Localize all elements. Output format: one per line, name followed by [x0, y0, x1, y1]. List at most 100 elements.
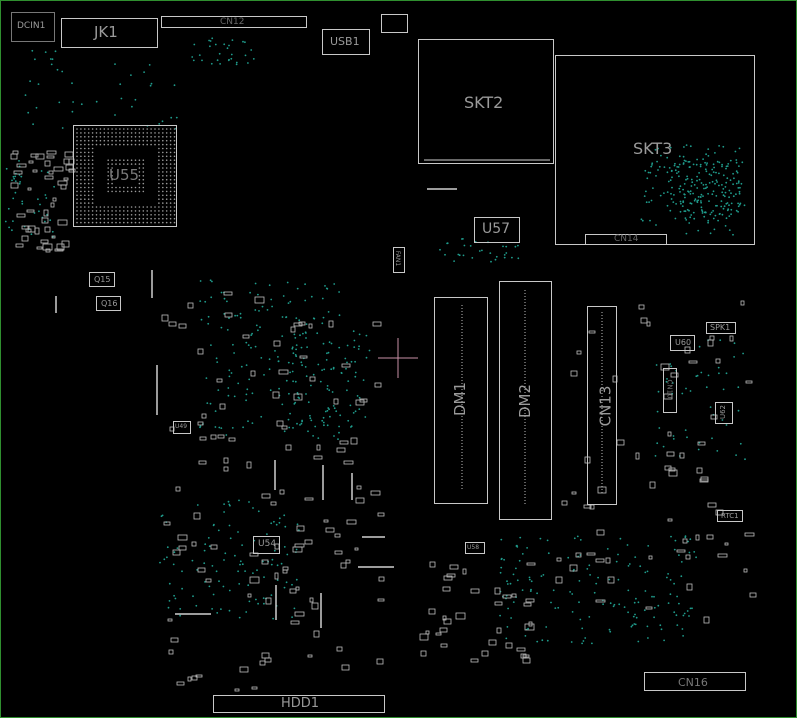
smd-pad	[290, 326, 296, 333]
socket-pin	[673, 194, 675, 196]
bga-ball	[84, 159, 86, 161]
via-dot	[663, 639, 665, 642]
smd-pad	[481, 650, 489, 657]
bga-ball	[111, 167, 113, 169]
cn10-connector[interactable]	[663, 368, 677, 413]
bga-ball	[91, 206, 94, 208]
cn12-connector[interactable]	[161, 16, 307, 28]
via-dot	[683, 146, 685, 148]
bga-ball	[103, 217, 106, 220]
smd-pad	[660, 363, 670, 371]
q15-transistor[interactable]	[89, 272, 115, 287]
cn16-connector[interactable]	[644, 672, 746, 691]
via-dot	[21, 202, 24, 205]
via-dot	[252, 58, 255, 60]
smd-pad	[676, 549, 686, 553]
bga-ball	[165, 147, 168, 150]
via-dot	[228, 375, 231, 378]
via-dot	[326, 352, 328, 355]
socket-pin	[722, 194, 725, 197]
bga-ball	[173, 147, 176, 150]
via-dot	[684, 536, 687, 539]
via-dot	[247, 584, 250, 587]
hdd1-connector[interactable]	[213, 695, 385, 713]
via-dot	[13, 177, 16, 180]
via-dot	[29, 80, 31, 83]
via-dot	[714, 152, 716, 154]
dm2-slot[interactable]	[499, 281, 552, 520]
via-dot	[609, 602, 612, 605]
socket-pin	[712, 210, 714, 212]
via-dot	[231, 39, 234, 41]
via-dot	[503, 558, 505, 561]
smd-pad	[274, 572, 279, 580]
socket-pin	[703, 187, 705, 190]
bga-ball	[80, 178, 82, 181]
bga-ball	[138, 210, 141, 212]
socket-pin	[715, 204, 717, 207]
u49-chip[interactable]	[173, 421, 191, 434]
socket-pin	[674, 217, 677, 220]
via-dot	[294, 337, 297, 339]
via-dot	[680, 575, 683, 578]
bga-ball	[126, 143, 129, 146]
bga-ball	[123, 221, 125, 224]
smd-pad	[520, 653, 527, 659]
bga-ball	[119, 190, 121, 193]
small-top-chip[interactable]	[381, 14, 408, 33]
u54-chip[interactable]	[253, 536, 280, 554]
q16-transistor[interactable]	[96, 296, 121, 311]
socket-pin	[684, 217, 687, 220]
rtc1-battery[interactable]	[717, 510, 743, 522]
bga-ball	[95, 217, 98, 220]
bga-ball	[76, 202, 78, 204]
via-dot	[506, 583, 509, 585]
jk1-jack[interactable]	[61, 18, 158, 48]
via-dot	[217, 529, 220, 532]
bga-ball	[158, 147, 160, 150]
bga-ball	[134, 186, 137, 189]
dm1-slot[interactable]	[434, 297, 488, 504]
bga-ball	[119, 206, 121, 208]
via-dot	[12, 197, 15, 200]
via-dot	[263, 576, 265, 578]
dcin1-connector[interactable]	[11, 12, 55, 42]
via-dot	[228, 44, 230, 47]
fan1-connector[interactable]	[393, 247, 405, 273]
smd-pad	[270, 501, 277, 506]
via-dot	[737, 386, 740, 389]
u60-chip[interactable]	[670, 335, 695, 351]
via-dot	[643, 609, 646, 612]
usb1-connector[interactable]	[322, 29, 370, 55]
smd-pad	[696, 467, 703, 474]
u55-bga-chip[interactable]	[73, 125, 177, 227]
via-dot	[711, 193, 714, 196]
cn14-connector[interactable]	[585, 234, 667, 245]
via-dot	[516, 544, 518, 547]
u62-chip[interactable]	[715, 402, 733, 424]
via-dot	[444, 253, 446, 256]
via-dot	[640, 218, 643, 221]
bga-ball	[87, 186, 90, 189]
socket-pin	[698, 172, 700, 174]
via-dot	[500, 538, 503, 541]
u58-chip[interactable]	[465, 542, 485, 554]
bga-ball	[158, 132, 160, 134]
cn13-connector[interactable]	[587, 306, 617, 505]
via-dot	[364, 416, 367, 418]
socket-pin	[711, 168, 714, 171]
skt2-socket[interactable]	[418, 39, 554, 164]
bga-ball	[158, 182, 160, 185]
via-dot	[286, 281, 289, 284]
via-dot	[649, 171, 652, 174]
spk1-connector[interactable]	[706, 322, 736, 334]
via-dot	[567, 556, 570, 559]
via-dot	[219, 63, 222, 65]
bga-ball	[107, 139, 109, 142]
socket-pin	[697, 196, 700, 198]
via-dot	[252, 572, 254, 574]
bga-ball	[150, 214, 152, 216]
via-dot	[330, 342, 333, 345]
u57-chip[interactable]	[474, 217, 520, 243]
bga-ball	[119, 139, 121, 142]
